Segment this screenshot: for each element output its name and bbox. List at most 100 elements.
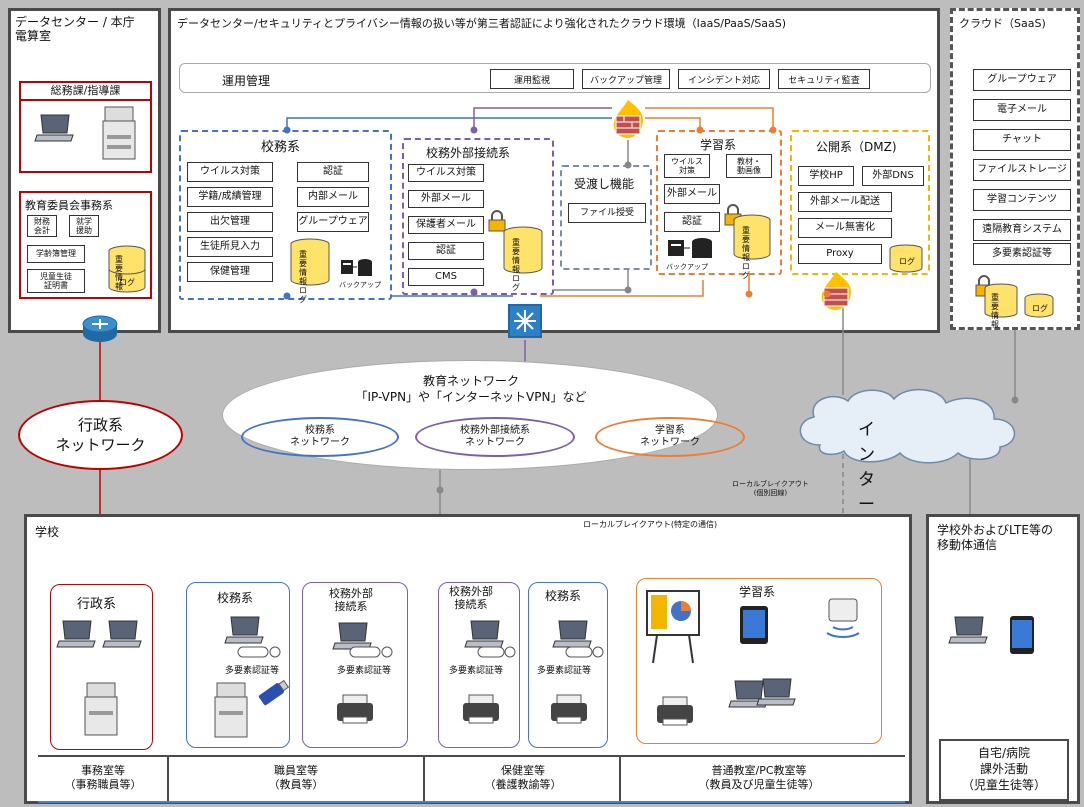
- office-footer: 事務室等 （事務職員等）: [64, 764, 142, 791]
- general-affairs-header: 総務課/指導課: [21, 83, 150, 101]
- ext-network-ellipse: 校務外部接続系 ネットワーク: [415, 417, 575, 457]
- saas-remote-box: 遠隔教育システム: [973, 219, 1071, 241]
- education-board-box: 教育委員会事務系 財務 会計 就学 援助 学齢簿管理 児童生徒 証明書 重要 情…: [19, 191, 152, 299]
- ext-db-label: 重要 情報 ログ: [512, 238, 520, 292]
- transfer-title: 受渡し機能: [574, 177, 635, 191]
- backup-label: バックアップ: [339, 281, 381, 289]
- dmz-zone: 公開系（DMZ) 学校HP 外部DNS 外部メール配送 メール無害化 Proxy…: [790, 130, 930, 275]
- saas-panel: クラウド（SaaS) グループウェア 電子メール チャット ファイルストレージ …: [950, 8, 1080, 330]
- register-box: 学齢簿管理: [27, 245, 85, 263]
- groupware-box: グループウェア: [297, 212, 369, 232]
- saas-mfa-box: 多要素認証等: [973, 243, 1071, 265]
- ext-network-label: 校務外部接続系 ネットワーク: [460, 425, 530, 448]
- attendance-box: 出欠管理: [187, 212, 273, 232]
- saas-chat-box: チャット: [973, 129, 1071, 151]
- outside-title: 学校外およびLTE等の 移動体通信: [937, 523, 1053, 552]
- certificate-box: 児童生徒 証明書: [27, 269, 85, 293]
- learn-backup-label: バックアップ: [666, 263, 708, 271]
- school-title: 学校: [35, 525, 60, 539]
- ext-antivirus-box: ウイルス対策: [408, 164, 484, 182]
- school-db-label: 重要 情報 ログ: [299, 250, 307, 304]
- school-network-label: 校務系 ネットワーク: [290, 425, 350, 448]
- finance-box: 財務 会計: [27, 215, 57, 237]
- admin-network-ellipse: 行政系 ネットワーク: [18, 400, 183, 470]
- learn-network-ellipse: 学習系 ネットワーク: [595, 417, 745, 457]
- mail-sanitize-box: メール無害化: [798, 218, 892, 238]
- dmz-title: 公開系（DMZ): [816, 140, 897, 154]
- staff-school-title: 校務系: [217, 591, 254, 605]
- school-affairs-zone: 校務系 ウイルス対策 学籍/成績管理 出欠管理 生徒所見入力 保健管理 認証 内…: [179, 130, 392, 304]
- learn-db-label: 重要 情報 ログ: [742, 226, 750, 280]
- learning-room-title: 学習系: [739, 585, 776, 599]
- learning-zone: 学習系 ウイルス 対策 教材・ 動画像 外部メール 認証 重要 情報 ログ バッ…: [656, 130, 782, 280]
- edu-network-title: 教育ネットワーク 「IP-VPN」や「インターネットVPN」など: [355, 374, 587, 404]
- health-ext-room: 校務外部 接続系 多要素認証等: [438, 582, 520, 748]
- classroom-footer: 普通教室/PC教室等 （教員及び児童生徒等）: [698, 764, 820, 791]
- health-school-mfa-label: 多要素認証等: [537, 666, 592, 676]
- learning-title: 学習系: [700, 138, 737, 152]
- general-affairs-box: 総務課/指導課: [19, 81, 152, 173]
- city-datacenter-panel: データセンター / 本庁 電算室 総務課/指導課 教育委員会事務系 財務 会計 …: [8, 8, 161, 333]
- ops-incident-button[interactable]: インシデント対応: [678, 69, 770, 89]
- outside-panel: 学校外およびLTE等の 移動体通信 自宅/病院 課外活動 （児童生徒等）: [926, 514, 1080, 804]
- school-network-ellipse: 校務系 ネットワーク: [241, 417, 399, 457]
- health-school-title: 校務系: [545, 589, 582, 603]
- learn-antivirus-box: ウイルス 対策: [664, 154, 710, 178]
- ext-auth-box: 認証: [408, 242, 484, 260]
- aid-box: 就学 援助: [69, 215, 99, 237]
- proxy-box: Proxy: [798, 244, 882, 264]
- health-footer: 保健室等 （養護教諭等）: [484, 764, 562, 791]
- log-label: ログ: [119, 278, 135, 287]
- saas-email-box: 電子メール: [973, 99, 1071, 121]
- file-exchange-box: ファイル授受: [568, 203, 646, 223]
- saas-storage-box: ファイルストレージ: [973, 159, 1071, 181]
- learning-room: 学習系: [636, 578, 882, 744]
- cloud-environment-title: データセンター/セキュリティとプライバシー情報の扱い等が第三者認証により強化され…: [177, 17, 787, 30]
- saas-groupware-box: グループウェア: [973, 69, 1071, 91]
- edu-network-ellipse: 教育ネットワーク 「IP-VPN」や「インターネットVPN」など 校務系 ネット…: [222, 360, 745, 470]
- external-title: 校務外部接続系: [426, 146, 511, 160]
- external-zone: 校務外部接続系 ウイルス対策 外部メール 保護者メール 認証 CMS 重要 情報…: [402, 138, 554, 295]
- saas-db-label: 重要 情報: [991, 293, 999, 329]
- city-datacenter-title: データセンター / 本庁 電算室: [15, 15, 135, 43]
- outside-footer-box: 自宅/病院 課外活動 （児童生徒等）: [939, 739, 1069, 801]
- saas-log-label: ログ: [1032, 304, 1048, 313]
- learn-mail-box: 外部メール: [664, 184, 720, 204]
- school-affairs-title: 校務系: [261, 140, 301, 155]
- staff-school-room: 校務系 多要素認証等: [186, 582, 290, 748]
- dmz-log-label: ログ: [899, 257, 915, 266]
- health-box: 保健管理: [187, 262, 273, 282]
- health-ext-mfa-label: 多要素認証等: [449, 666, 504, 676]
- important-db-label: 重要 情報: [115, 255, 123, 291]
- admin-room-title: 行政系: [77, 597, 117, 612]
- local-breakout-specific-label: ローカルブレイクアウト(特定の通信): [583, 520, 718, 529]
- observations-box: 生徒所見入力: [187, 237, 273, 257]
- school-hp-box: 学校HP: [798, 166, 854, 186]
- ext-mail-box: 外部メール: [408, 190, 484, 208]
- auth-box: 認証: [297, 162, 369, 182]
- local-breakout-label: ローカルブレイクアウト (個別回線): [732, 480, 809, 497]
- staff-mfa-label: 多要素認証等: [225, 666, 280, 676]
- outside-footer: 自宅/病院 課外活動 （児童生徒等）: [961, 746, 1046, 792]
- health-ext-title: 校務外部 接続系: [449, 585, 493, 611]
- health-school-room: 校務系 多要素認証等: [528, 582, 608, 748]
- records-box: 学籍/成績管理: [187, 187, 273, 207]
- saas-title: クラウド（SaaS): [959, 17, 1046, 30]
- education-board-title: 教育委員会事務系: [25, 199, 113, 212]
- saas-content-box: 学習コンテンツ: [973, 189, 1071, 211]
- internal-mail-box: 内部メール: [297, 187, 369, 207]
- learn-auth-box: 認証: [664, 212, 720, 232]
- ops-security-button[interactable]: セキュリティ監査: [778, 69, 870, 89]
- ops-monitoring-button[interactable]: 運用監視: [490, 69, 574, 89]
- cms-box: CMS: [408, 268, 484, 286]
- materials-box: 教材・ 動画像: [726, 154, 772, 178]
- staff-footer: 職員室等 （教員等）: [268, 764, 324, 791]
- antivirus-box: ウイルス対策: [187, 162, 273, 182]
- staff-ext-room: 校務外部 接続系 多要素認証等: [302, 582, 408, 748]
- staff-ext-title: 校務外部 接続系: [329, 587, 373, 613]
- mail-delivery-box: 外部メール配送: [798, 192, 892, 212]
- ops-backup-button[interactable]: バックアップ管理: [582, 69, 670, 89]
- staff-ext-mfa-label: 多要素認証等: [337, 666, 392, 676]
